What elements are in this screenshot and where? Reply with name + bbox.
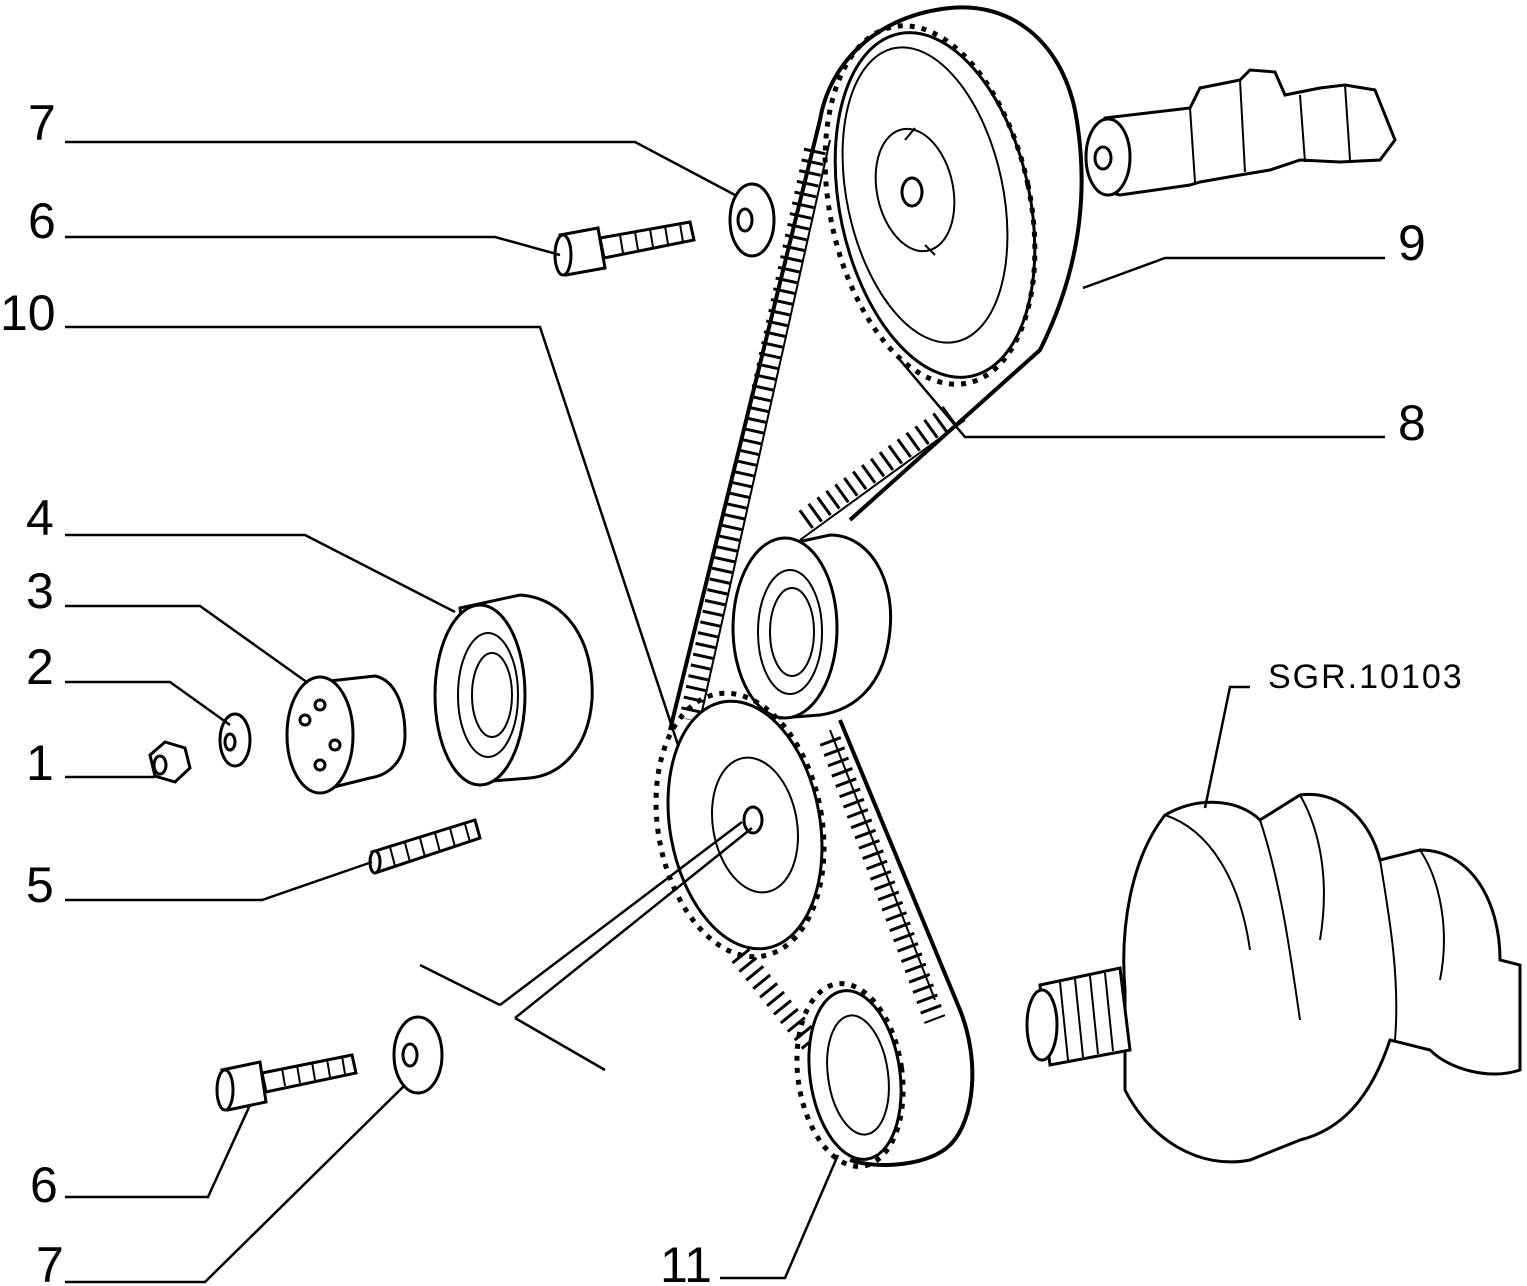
callout-3: 3 [26,563,54,619]
intermediate-pulley [653,690,827,960]
camshaft [1084,68,1397,197]
bolt-top [553,220,696,277]
callout-7-bottom: 7 [36,1237,64,1286]
washer-bottom [392,1015,444,1095]
callout-7-top: 7 [28,95,56,151]
hex-nut [148,740,192,784]
callout-8: 8 [1398,395,1426,451]
callout-11: 11 [660,1237,712,1286]
drawing-code: SGR.10103 [1268,658,1464,696]
callout-6-top: 6 [28,193,56,249]
crankshaft [1025,792,1522,1164]
washer-small [218,712,252,768]
callout-6-bottom: 6 [30,1157,58,1213]
callout-4: 4 [26,490,54,546]
callout-2: 2 [26,639,54,695]
bearing-spacer [285,674,407,795]
bolt-bottom [215,1053,358,1112]
timing-belt [668,5,1084,1167]
callout-5: 5 [26,857,54,913]
callout-9: 9 [1398,215,1426,271]
assembly-axis-lines [419,821,753,1072]
callout-10: 10 [0,285,56,341]
crankshaft-pulley [794,981,906,1169]
belt-tensioner-pulley [731,533,893,720]
callout-1: 1 [26,735,54,791]
camshaft-pulley [822,23,1038,387]
washer-top [728,182,776,258]
idler-roller-bearing [433,593,594,787]
leader-lines [65,140,1385,1284]
callout-labels: 7 6 10 4 3 2 1 5 9 8 6 7 11 SGR.10103 [0,95,1464,1286]
threaded-stud [368,818,482,875]
